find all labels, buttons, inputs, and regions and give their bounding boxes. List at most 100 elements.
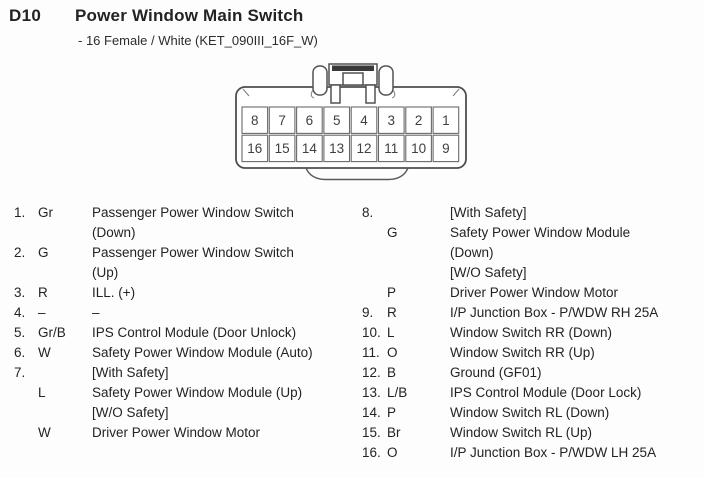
connector-pin-cell (241, 106, 269, 134)
pin-number (362, 283, 387, 303)
pin-label: 10.L (362, 323, 450, 343)
pin-row: 4.–– (14, 303, 360, 323)
wire-color: B (387, 365, 397, 380)
pin-description: Driver Power Window Motor (92, 423, 360, 443)
pin-description-line: Window Switch RL (Up) (450, 425, 593, 440)
pin-description-line: [W/O Safety] (450, 265, 527, 280)
pin-label: L (14, 383, 92, 403)
pin-label: 16.O (362, 443, 450, 463)
connector-pin-number: 10 (411, 141, 426, 156)
pin-description: Passenger Power Window Switch(Up) (92, 243, 360, 283)
latch-clip-bar (332, 65, 374, 71)
pin-label: P (362, 283, 450, 303)
pin-description-line: – (92, 305, 100, 320)
latch-ear-right (378, 65, 394, 96)
connector-pin-cell (268, 106, 296, 134)
wire-color: – (38, 305, 46, 320)
pin-number (362, 223, 387, 243)
connector-pin-cell (323, 106, 351, 134)
pin-description-line: IPS Control Module (Door Lock) (450, 385, 642, 400)
pin-description-line: (Down) (450, 245, 494, 260)
pin-label: 8. (362, 203, 450, 223)
pin-description-line: Driver Power Window Motor (92, 425, 261, 440)
pin-description: IPS Control Module (Door Unlock) (92, 323, 360, 343)
pin-label: 15.Br (362, 423, 450, 443)
latch-leg-left (330, 84, 341, 104)
pin-label: 3.R (14, 283, 92, 303)
connector-pin-cell (432, 106, 460, 134)
connector-pin-number: 6 (306, 113, 314, 128)
pin-row: 13. L/B IPS Control Module (Door Lock) (362, 383, 704, 403)
pin-number: 11. (362, 345, 380, 360)
latch-ear-left (312, 65, 328, 96)
connector-id: D10 (9, 6, 42, 25)
pin-number: 8. (362, 205, 374, 220)
pin-description: Window Switch RL (Down) (450, 403, 704, 423)
pin-number: 15. (362, 425, 381, 440)
pin-label: 7. (14, 363, 92, 383)
pin-number: 16. (362, 445, 381, 460)
pin-number: 7. (14, 365, 26, 380)
pin-label: 4.– (14, 303, 92, 323)
pin-label: 13. L/B (362, 383, 450, 403)
pin-row: 12. B Ground (GF01) (362, 363, 704, 383)
pin-description: IPS Control Module (Door Lock) (450, 383, 704, 403)
pin-label: 12. B (362, 363, 450, 383)
connector-pin-number: 7 (278, 113, 286, 128)
connector-pin-cell (405, 134, 432, 163)
wire-color: Gr/B (38, 325, 66, 340)
pin-description-line: Ground (GF01) (450, 365, 542, 380)
pin-description-line: I/P Junction Box - P/WDW RH 25A (450, 305, 659, 320)
connector-pin-number: 2 (415, 113, 423, 128)
pin-description-line: Window Switch RL (Down) (450, 405, 610, 420)
pin-description-line: [With Safety] (450, 205, 527, 220)
connector-pin-cell (323, 134, 351, 163)
latch-clip-notch (342, 72, 364, 86)
wire-color: W (38, 425, 51, 440)
wire-color: P (387, 405, 397, 420)
wire-color: W (38, 345, 51, 360)
pin-description: Ground (GF01) (450, 363, 704, 383)
pin-description-line: IPS Control Module (Door Unlock) (92, 325, 297, 340)
pin-number (14, 383, 38, 403)
pin-description: Safety Power Window Module (Auto) (92, 343, 360, 363)
wire-color: L (38, 385, 46, 400)
connector-pin-number: 11 (384, 141, 398, 156)
pin-label: 1.Gr (14, 203, 92, 223)
pin-description-line: Passenger Power Window Switch (92, 205, 294, 220)
wire-color: R (387, 305, 397, 320)
shell-corner-tick-right (452, 88, 460, 97)
pin-description-line: I/P Junction Box - P/WDW LH 25A (450, 445, 657, 460)
pin-number: 13. (362, 385, 381, 400)
connector-pin-number: 8 (251, 113, 259, 128)
pin-description: Safety Power Window Module(Down)[W/O Saf… (450, 223, 704, 283)
pin-description: I/P Junction Box - P/WDW LH 25A (450, 443, 704, 463)
pin-number: 12. (362, 365, 381, 380)
pin-description-line: (Down) (92, 225, 136, 240)
latch-ear-left-foot (310, 89, 315, 99)
connector-pin-number: 1 (442, 113, 450, 128)
connector-pin-number: 4 (360, 113, 368, 128)
connector-spec: - 16 Female / White (KET_090III_16F_W) (78, 33, 318, 48)
connector-pin-cell (377, 134, 405, 163)
pin-description-line: Window Switch RR (Up) (450, 345, 595, 360)
pin-description: Window Switch RR (Down) (450, 323, 704, 343)
pin-description-line: [W/O Safety] (92, 405, 169, 420)
pin-label: 6.W (14, 343, 92, 363)
pin-label: 14.P (362, 403, 450, 423)
pin-description-line: Window Switch RR (Down) (450, 325, 613, 340)
pin-number: 4. (14, 305, 26, 320)
connector-pin-number: 14 (302, 141, 318, 156)
wire-color: L/B (387, 385, 408, 400)
pin-description-line: Driver Power Window Motor (450, 285, 619, 300)
wire-color: O (387, 345, 398, 360)
